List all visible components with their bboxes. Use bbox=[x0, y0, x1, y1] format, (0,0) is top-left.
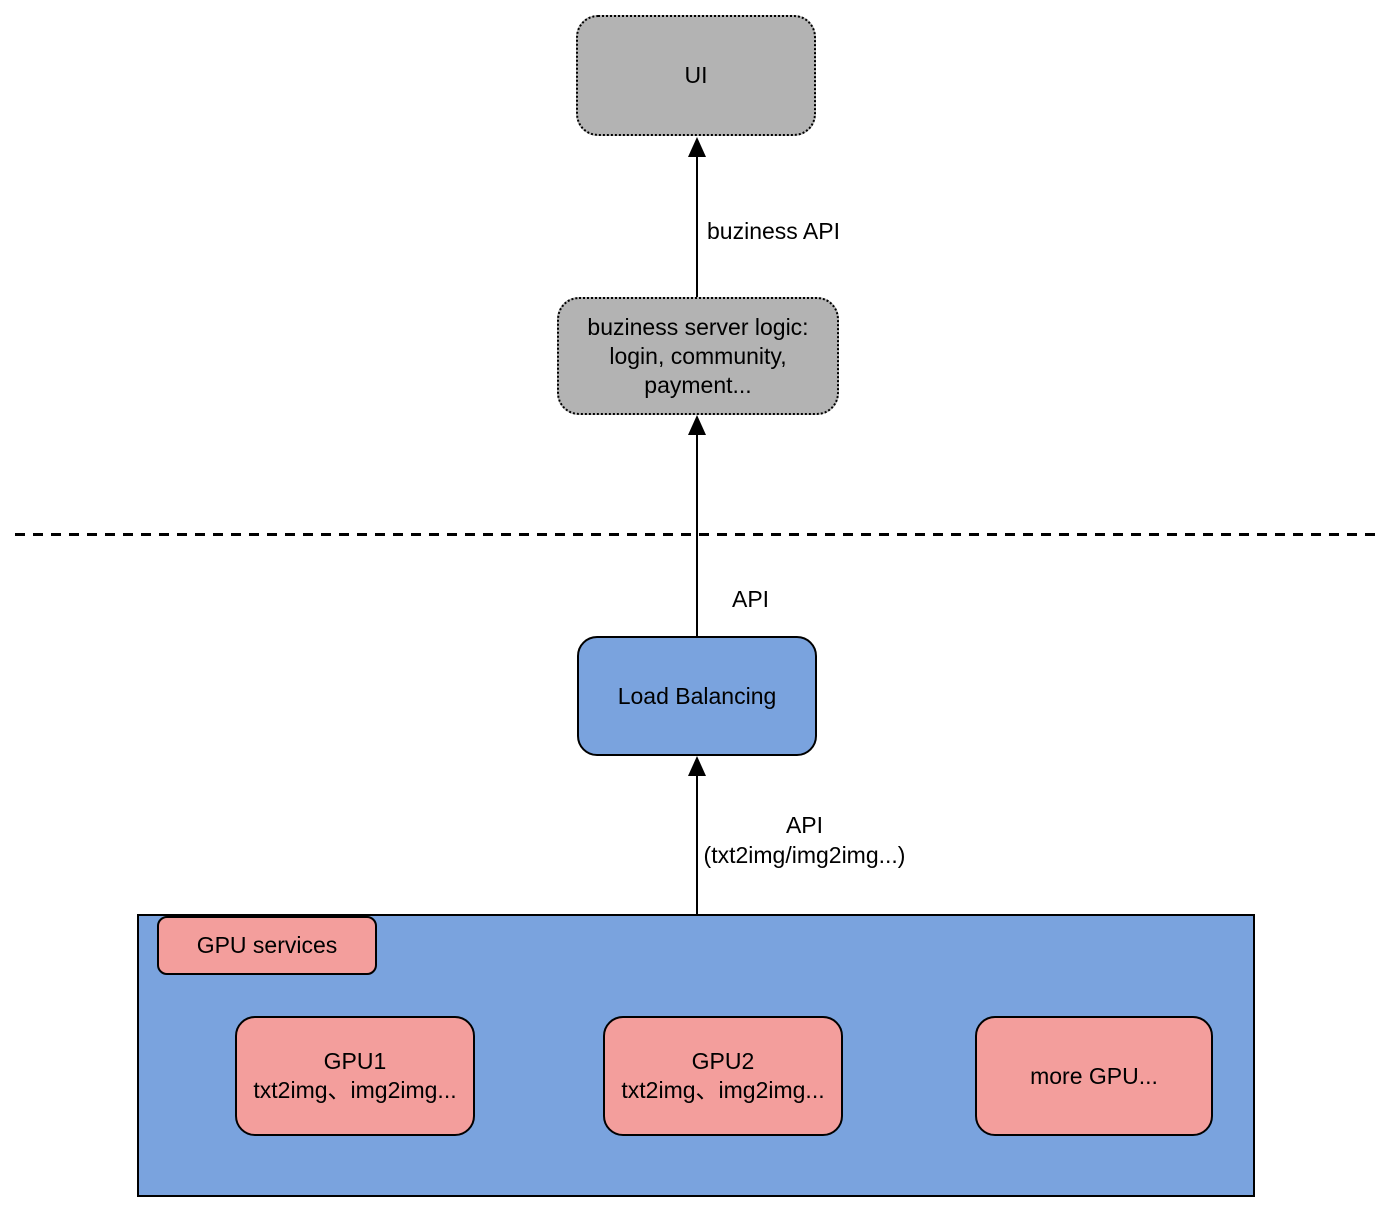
business-server-line1: buziness server logic: bbox=[587, 313, 809, 340]
gpu-services-container: GPU services GPU1 txt2img、img2img... GPU… bbox=[137, 914, 1255, 1197]
arrow-shaft bbox=[696, 155, 698, 297]
edge-label-api-txt2img: API (txt2img/img2img...) bbox=[697, 810, 912, 870]
edge-label-api-line2: (txt2img/img2img...) bbox=[703, 842, 906, 868]
gpu-services-title-badge: GPU services bbox=[157, 916, 377, 975]
arrowhead-up-icon bbox=[688, 756, 706, 776]
more-gpu-node: more GPU... bbox=[975, 1016, 1213, 1136]
business-server-line2: login, community, bbox=[609, 342, 787, 369]
edge-label-api: API bbox=[732, 586, 770, 612]
gpu2-apis: txt2img、img2img... bbox=[621, 1077, 825, 1103]
arrow-shaft bbox=[696, 433, 698, 636]
arrow-shaft bbox=[696, 774, 698, 914]
gpu1-apis: txt2img、img2img... bbox=[253, 1077, 457, 1103]
gpu2-node: GPU2 txt2img、img2img... bbox=[603, 1016, 843, 1136]
business-server-line3: payment... bbox=[644, 371, 752, 398]
edge-label-api-line1: API bbox=[785, 812, 824, 838]
edge-label-buziness-api: buziness API bbox=[707, 218, 840, 244]
arrowhead-up-icon bbox=[688, 137, 706, 157]
gpu-services-title: GPU services bbox=[196, 932, 338, 958]
gpu2-name: GPU2 bbox=[691, 1048, 755, 1074]
more-gpu-label: more GPU... bbox=[1030, 1062, 1158, 1089]
ui-node-label: UI bbox=[684, 62, 708, 88]
gpu1-node: GPU1 txt2img、img2img... bbox=[235, 1016, 475, 1136]
arrowhead-up-icon bbox=[688, 415, 706, 435]
business-server-node: buziness server logic: login, community,… bbox=[557, 297, 839, 415]
load-balancing-label: Load Balancing bbox=[617, 682, 777, 709]
gpu2-label: GPU2 txt2img、img2img... bbox=[621, 1047, 824, 1105]
ui-node: UI bbox=[576, 15, 816, 136]
gpu1-name: GPU1 bbox=[323, 1048, 387, 1074]
gpu1-label: GPU1 txt2img、img2img... bbox=[253, 1047, 456, 1105]
business-server-label: buziness server logic: login, community,… bbox=[587, 313, 808, 400]
load-balancing-node: Load Balancing bbox=[577, 636, 817, 756]
